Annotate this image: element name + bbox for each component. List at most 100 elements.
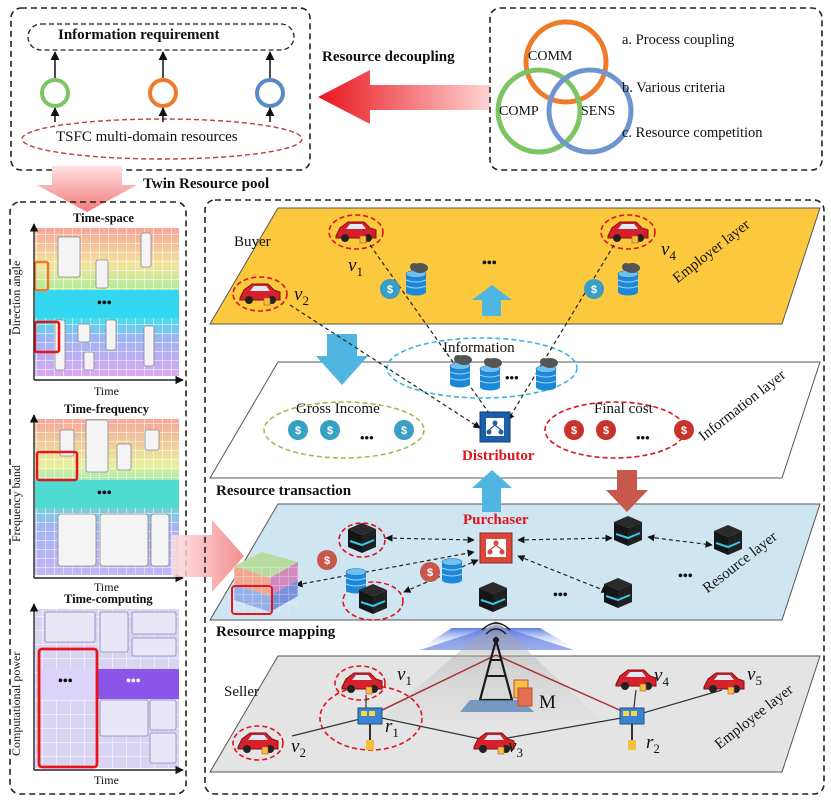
cost-dots: •••	[636, 430, 650, 445]
comp-circle	[495, 67, 583, 155]
rsu-r2: r2	[646, 732, 660, 756]
database-icon	[449, 355, 472, 388]
money-bag-icon: $	[288, 420, 308, 440]
gross-income-label: Gross Income	[296, 401, 380, 417]
information-requirement-label: Information requirement	[58, 27, 220, 43]
databases	[345, 263, 640, 594]
purchaser-label: Purchaser	[463, 512, 529, 528]
resource-dots-2: •••	[678, 569, 693, 584]
resource-decoupling-label: Resource decoupling	[322, 49, 455, 65]
money-bag-icon: $	[596, 420, 616, 440]
vehicles	[237, 221, 745, 755]
buyer-label: Buyer	[234, 234, 271, 250]
time-computing-dots-b: •••	[126, 674, 141, 689]
final-cost-label: Final cost	[594, 401, 653, 417]
resource-cube-icon	[614, 516, 642, 546]
employer-v1: v1	[348, 255, 363, 279]
resource-cube-icon	[479, 582, 507, 612]
time-space-dots: •••	[97, 296, 112, 311]
info-db-dots: •••	[505, 370, 519, 385]
decoupling-challenge-box	[489, 7, 823, 171]
employee-v5: v5	[747, 664, 762, 688]
time-computing-ylabel: Computational power	[9, 651, 23, 756]
domain-ring	[255, 78, 285, 108]
car-icon	[607, 221, 649, 244]
stacked-resource-cube	[231, 552, 298, 615]
twin-resource-pool-label: Twin Resource pool	[143, 176, 270, 192]
employee-v2: v2	[291, 736, 306, 760]
twin-pool-arrow	[37, 166, 137, 212]
resource-cube-icon	[604, 578, 632, 608]
challenge-a: a. Process coupling	[622, 32, 735, 48]
money-bag-icon: $	[584, 279, 604, 299]
car-icon	[473, 732, 515, 755]
svg-text:$: $	[571, 425, 577, 437]
roadside-unit-icons	[357, 707, 645, 750]
money-bag-icon: $	[320, 420, 340, 440]
time-frequency-ylabel: Frequency band	[9, 465, 23, 542]
employer-v2: v2	[294, 284, 309, 308]
challenge-b: b. Various criteria	[622, 80, 726, 96]
base-station-icon	[460, 622, 534, 712]
money-bag-icon: $	[394, 420, 414, 440]
database-icon	[479, 358, 502, 391]
car-icon	[237, 732, 279, 755]
information-requirement-pill	[27, 23, 295, 51]
svg-text:$: $	[427, 567, 433, 579]
svg-text:$: $	[324, 555, 330, 567]
money-bags: $ $ $ $ $ $ $ $ $ $	[288, 279, 694, 582]
dashed-links	[289, 244, 713, 593]
sens-circle	[546, 67, 634, 155]
svg-text:$: $	[401, 425, 407, 437]
svg-text:$: $	[387, 284, 393, 296]
time-computing-xlabel: Time	[94, 773, 119, 787]
tower-coverage	[380, 620, 600, 720]
income-dots: •••	[360, 430, 374, 445]
money-bag-icon: $	[564, 420, 584, 440]
database-icon	[535, 358, 558, 391]
svg-text:$: $	[681, 425, 687, 437]
comm-label: COMM	[528, 49, 573, 64]
employer-dots: •••	[482, 256, 497, 271]
gross-income-group	[263, 401, 425, 459]
comm-circle	[523, 19, 609, 105]
sens-label: SENS	[581, 104, 616, 119]
time-space-xlabel: Time	[94, 384, 119, 398]
database-icon	[405, 263, 428, 296]
domain-ring	[40, 78, 70, 108]
challenge-c: c. Resource competition	[622, 125, 763, 141]
resource-cubes	[348, 516, 742, 614]
database-icon	[617, 263, 640, 296]
svg-text:$: $	[603, 425, 609, 437]
resource-mapping-label: Resource mapping	[216, 624, 336, 640]
employer-v4: v4	[661, 239, 676, 263]
domain-rings	[40, 78, 285, 108]
time-space-ylabel: Direction angle	[9, 260, 23, 335]
wireless-links	[371, 654, 634, 717]
purchaser-icon	[479, 532, 513, 564]
svg-text:$: $	[591, 284, 597, 296]
distributor-label: Distributor	[462, 448, 535, 464]
macro-station-label: M	[539, 692, 556, 713]
rsu-r1: r1	[385, 716, 399, 740]
resource-cube-icon	[714, 525, 742, 555]
information-label: Information	[443, 340, 515, 356]
time-computing-dots-a: •••	[58, 674, 73, 689]
money-bag-icon: $	[317, 550, 337, 570]
database-icon	[441, 558, 463, 584]
money-bag-icon: $	[380, 279, 400, 299]
car-icon	[703, 672, 745, 695]
time-space-title: Time-space	[73, 211, 134, 225]
seller-label: Seller	[224, 684, 259, 700]
cost-flow-arrow	[606, 470, 648, 512]
domain-ring	[148, 78, 178, 108]
tsfc-resources-label: TSFC multi-domain resources	[56, 129, 238, 145]
car-icon	[335, 221, 377, 244]
svg-text:$: $	[327, 425, 333, 437]
car-icon	[615, 669, 657, 692]
car-icon	[239, 283, 281, 306]
car-icon	[341, 672, 383, 695]
time-computing-title: Time-computing	[64, 592, 153, 606]
time-frequency-chart	[35, 419, 179, 575]
